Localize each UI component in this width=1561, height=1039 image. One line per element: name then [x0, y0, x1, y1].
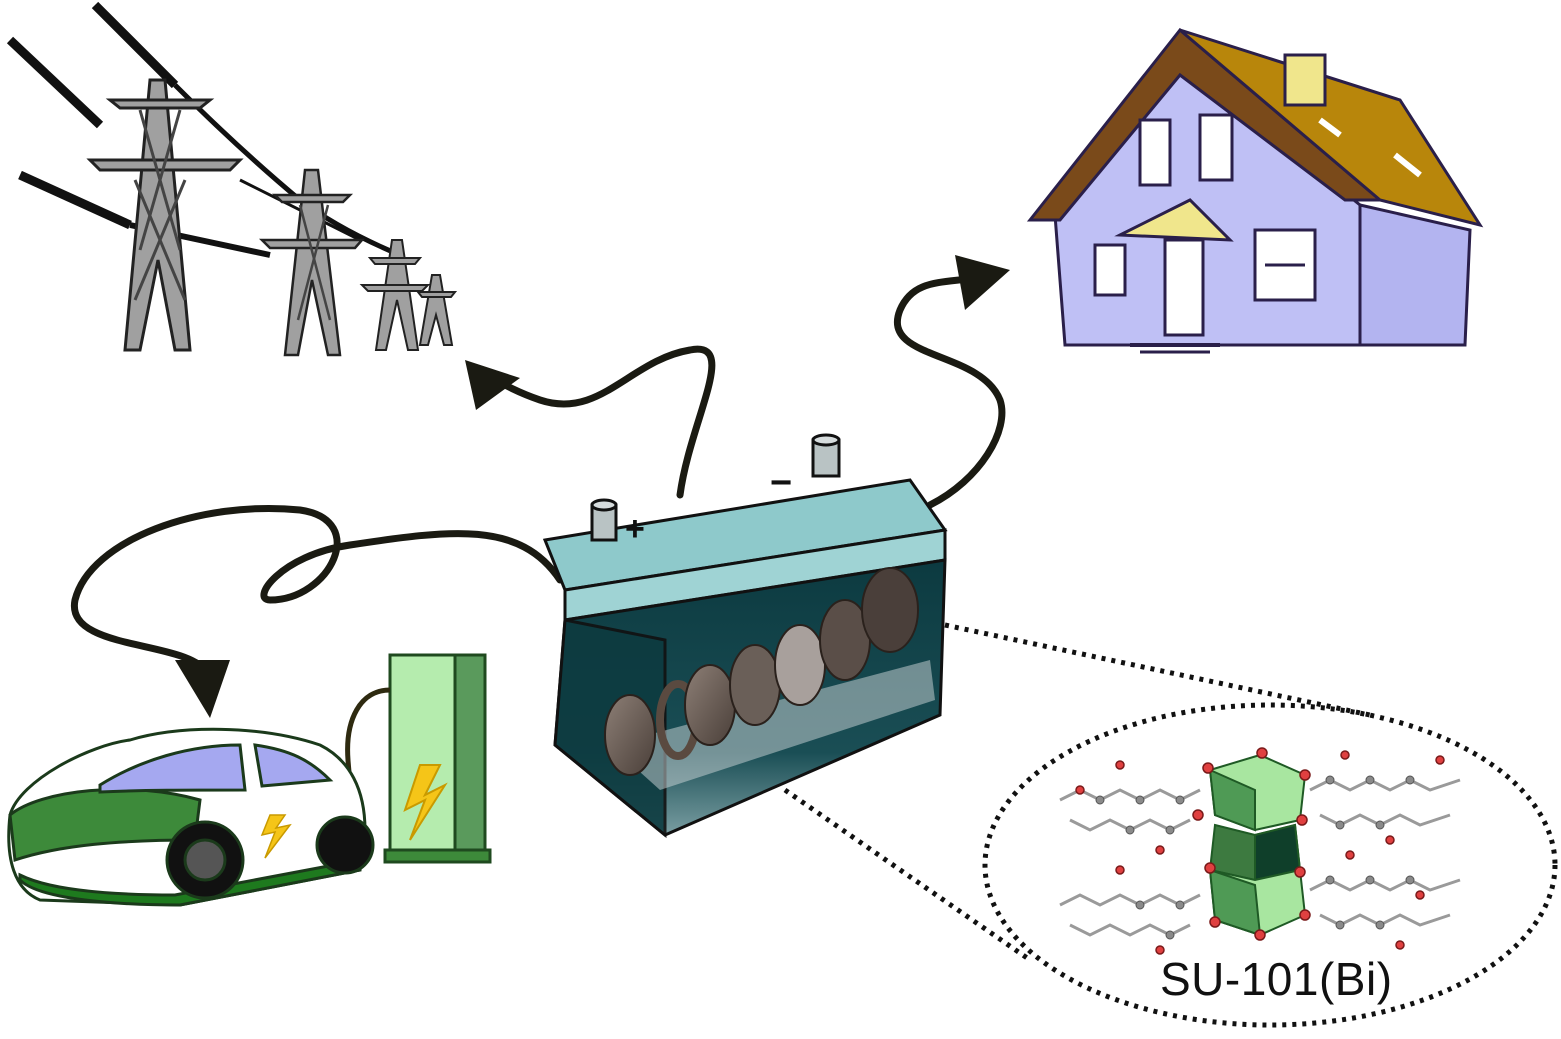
house-icon [1026, 27, 1484, 354]
station-bolt-icon [403, 764, 448, 841]
zoom-callout [783, 622, 1558, 1028]
arrow-to-car-icon [175, 660, 230, 718]
positive-terminal-post [590, 498, 618, 542]
arrow-to-grid-icon [465, 360, 520, 410]
cable-to-car [71, 504, 564, 674]
negative-terminal-label: − [770, 462, 792, 504]
battery-icon [542, 433, 948, 839]
material-label: SU-101(Bi) [1160, 953, 1393, 1005]
negative-terminal-post [811, 433, 841, 478]
energy-flow-cables [71, 255, 1010, 718]
electrode-discs [604, 567, 919, 776]
positive-terminal-label: + [625, 510, 645, 548]
power-grid-icon [6, 1, 458, 357]
arrow-to-house-icon [955, 255, 1010, 310]
car-bolt-icon [260, 814, 292, 859]
electric-car-icon [7, 727, 375, 907]
mof-structure-icon [1059, 747, 1461, 955]
cable-to-house [894, 271, 1006, 509]
cable-to-grid [476, 345, 716, 499]
charging-station-icon [343, 653, 492, 864]
